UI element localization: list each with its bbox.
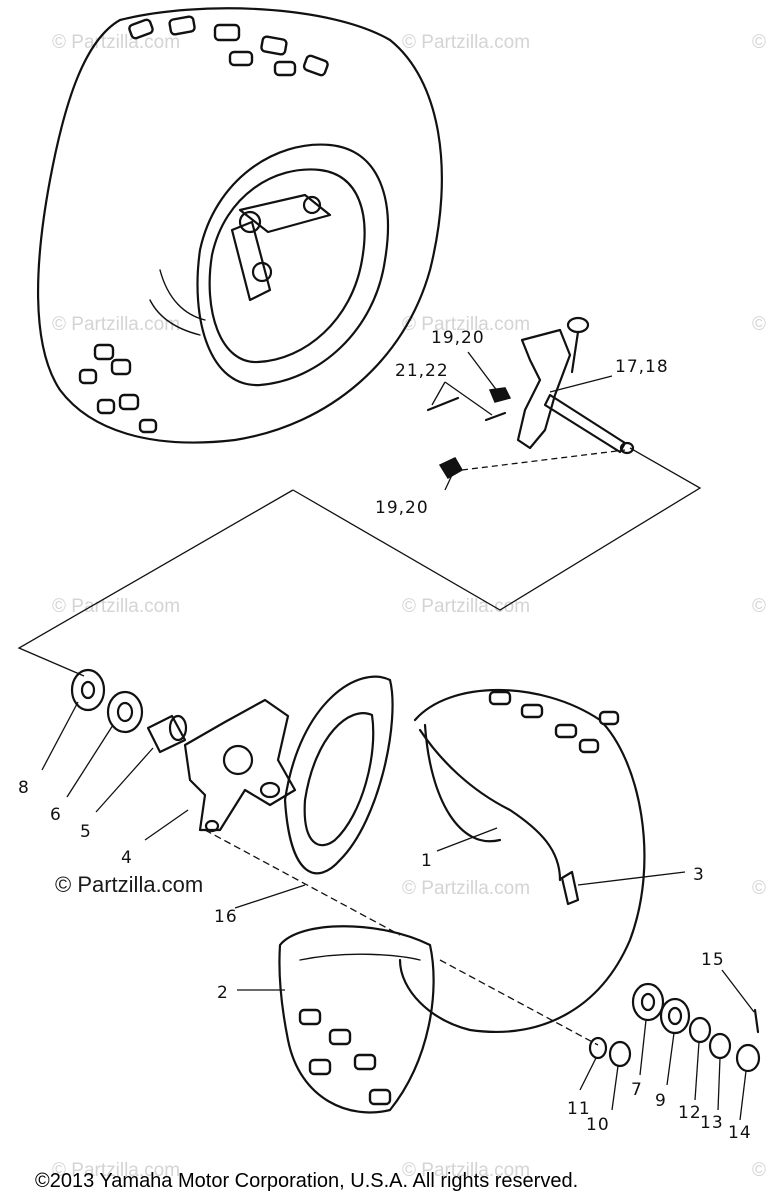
watermark: © Partzilla.com: [52, 1160, 180, 1181]
callout-11: 11: [567, 1099, 591, 1119]
callout-4: 4: [121, 848, 133, 868]
callout-12: 12: [678, 1103, 702, 1123]
callout-7: 7: [631, 1080, 643, 1100]
copyright-notice: ©2013 Yamaha Motor Corporation, U.S.A. A…: [35, 1170, 578, 1192]
exploded-parts-drawing: [70, 668, 761, 1114]
watermark: © Partzilla.com: [752, 314, 772, 335]
watermark: © Partzilla.com: [52, 314, 180, 335]
callout-leaders: [41, 701, 755, 1121]
callout-6: 6: [50, 805, 62, 825]
callout-19-20-bottom: 19,20: [375, 498, 429, 518]
callout-14: 14: [728, 1123, 752, 1143]
watermark: © Partzilla.com: [402, 878, 530, 899]
watermark: © Partzilla.com: [52, 32, 180, 53]
watermark: © Partzilla.com: [402, 314, 530, 335]
callout-16: 16: [214, 907, 238, 927]
watermark: © Partzilla.com: [402, 596, 530, 617]
callout-5: 5: [80, 822, 92, 842]
watermark: © Partzilla.com: [52, 596, 180, 617]
watermark: © Partzilla.com: [752, 596, 772, 617]
callout-8: 8: [18, 778, 30, 798]
callout-1: 1: [421, 851, 433, 871]
callout-15: 15: [701, 950, 725, 970]
callout-13: 13: [700, 1113, 724, 1133]
callout-17-18: 17,18: [615, 357, 669, 377]
assembled-wheel-drawing: [36, 7, 443, 444]
watermark: © Partzilla.com: [752, 878, 772, 899]
watermark: © Partzilla.com: [402, 1160, 530, 1181]
callout-labels: 19,20 21,22 17,18 19,20 8 6 5 4 1 3 16 2…: [18, 328, 752, 1143]
steering-knuckle-drawing: [426, 316, 635, 491]
watermark-strong: © Partzilla.com: [55, 872, 203, 897]
watermark: © Partzilla.com: [752, 1160, 772, 1181]
callout-10: 10: [586, 1115, 610, 1135]
callout-21-22: 21,22: [395, 361, 449, 381]
explosion-frame-lines: [17, 447, 702, 677]
callout-9: 9: [655, 1091, 667, 1111]
callout-3: 3: [693, 865, 705, 885]
watermark: © Partzilla.com: [752, 32, 772, 53]
watermark-layer: © Partzilla.com © Partzilla.com © Partzi…: [52, 32, 772, 1181]
watermark: © Partzilla.com: [402, 32, 530, 53]
callout-2: 2: [217, 983, 229, 1003]
callout-19-20-top: 19,20: [431, 328, 485, 348]
